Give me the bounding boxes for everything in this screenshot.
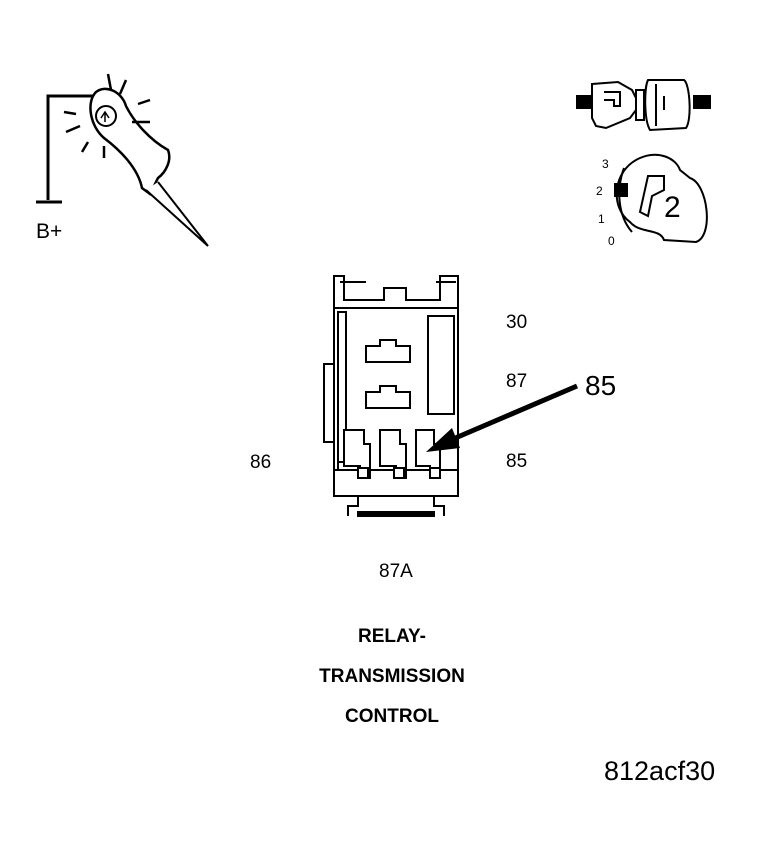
- relay-pin-cavities: [343, 429, 441, 479]
- ignition-position-3: 3: [602, 157, 609, 171]
- test-light-icon: [36, 73, 209, 247]
- relay-terminal-upper: [365, 339, 411, 363]
- pin-label-85: 85: [506, 451, 528, 472]
- pin-label-87a: 87A: [379, 561, 413, 582]
- pin-label-87: 87: [506, 371, 528, 392]
- pin-label-86: 86: [250, 452, 272, 473]
- callout-arrow: [426, 383, 578, 452]
- ignition-position-1: 1: [598, 212, 605, 226]
- figure-id: 812acf30: [604, 756, 716, 786]
- pin-label-30: 30: [506, 312, 528, 333]
- title-line-3: CONTROL: [345, 706, 439, 727]
- ignition-position-0: 0: [608, 234, 615, 248]
- title-line-1: RELAY-: [358, 626, 426, 647]
- ignition-key-icon: [614, 153, 708, 244]
- ignition-key-number: 2: [664, 191, 681, 224]
- relay-terminal-middle: [365, 385, 411, 409]
- ignition-position-2: 2: [596, 184, 603, 198]
- connector-icon: [576, 79, 711, 132]
- title-line-2: TRANSMISSION: [319, 666, 465, 687]
- callout-label: 85: [585, 370, 617, 401]
- b-plus-label: B+: [36, 220, 63, 243]
